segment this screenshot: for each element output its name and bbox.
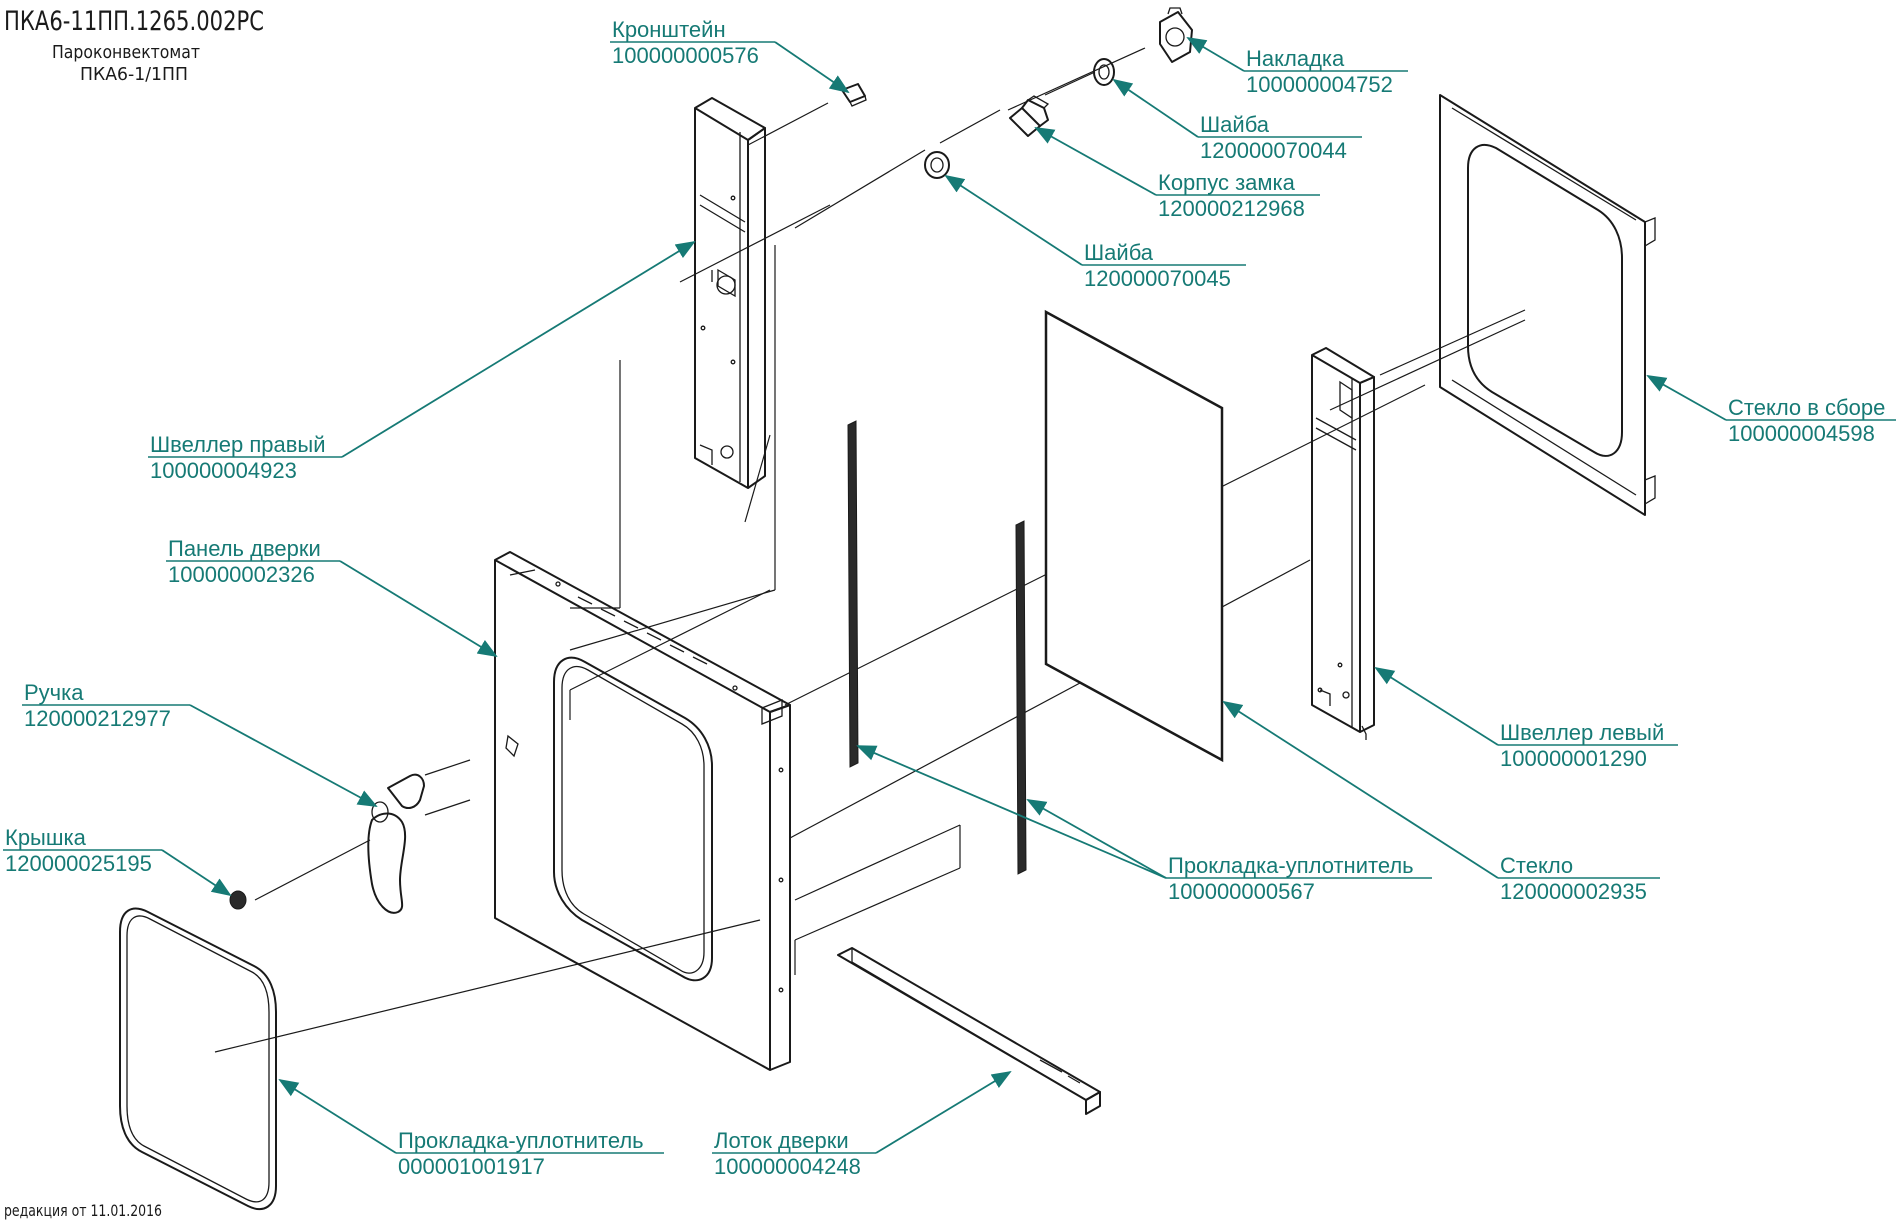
svg-text:Ручка: Ручка: [24, 680, 84, 705]
svg-text:100000004248: 100000004248: [714, 1154, 861, 1179]
callout-lock-body: Корпус замка 120000212968: [1034, 127, 1320, 221]
channel-left-part: [1311, 347, 1375, 740]
svg-text:120000212977: 120000212977: [24, 706, 171, 731]
glass-part: [1044, 309, 1224, 763]
cover-plate-part: [1159, 7, 1193, 63]
bracket-part: [841, 83, 867, 107]
svg-text:120000025195: 120000025195: [5, 851, 152, 876]
svg-text:100000004923: 100000004923: [150, 458, 297, 483]
svg-text:100000000567: 100000000567: [1168, 879, 1315, 904]
callout-seal-frame: Прокладка-уплотнитель 000001001917: [278, 1078, 664, 1179]
callout-door-tray: Лоток дверки 100000004248: [712, 1070, 1012, 1179]
lock-body-part: [1009, 95, 1050, 137]
svg-text:Крышка: Крышка: [5, 825, 87, 850]
callout-washer-1: Шайба 120000070044: [1112, 78, 1362, 163]
svg-text:100000000576: 100000000576: [612, 43, 759, 68]
washer-2-part: [924, 151, 950, 179]
handle-part: [367, 773, 425, 914]
svg-text:Стекло в сборе: Стекло в сборе: [1728, 395, 1885, 420]
svg-text:Швеллер левый: Швеллер левый: [1500, 720, 1664, 745]
drawing-code: ПКА6-11ПП.1265.002РС: [4, 6, 264, 37]
callout-glass: Стекло 120000002935: [1222, 700, 1660, 904]
svg-text:Шайба: Шайба: [1200, 112, 1270, 137]
door-tray-part: [837, 947, 1101, 1115]
seal-strip-parts: [847, 420, 1027, 875]
callout-bracket: Кронштейн 100000000576: [610, 17, 850, 94]
svg-text:120000070044: 120000070044: [1200, 138, 1347, 163]
svg-text:000001001917: 000001001917: [398, 1154, 545, 1179]
callout-channel-left: Швеллер левый 100000001290: [1374, 666, 1678, 771]
svg-text:Панель дверки: Панель дверки: [168, 536, 321, 561]
callout-washer-2: Шайба 120000070045: [944, 174, 1246, 291]
assembly-axes: [214, 47, 1526, 1053]
svg-text:100000004598: 100000004598: [1728, 421, 1875, 446]
glass-assembly-part: [1439, 94, 1656, 516]
callout-cap: Крышка 120000025195: [3, 825, 232, 897]
washer-1-part: [1093, 58, 1115, 86]
svg-text:Шайба: Шайба: [1084, 240, 1154, 265]
svg-text:120000002935: 120000002935: [1500, 879, 1647, 904]
svg-text:120000070045: 120000070045: [1084, 266, 1231, 291]
vent-slots: [577, 596, 708, 665]
callout-handle: Ручка 120000212977: [22, 680, 378, 807]
svg-text:120000212968: 120000212968: [1158, 196, 1305, 221]
door-panel-part: [494, 551, 791, 1071]
cap-part: [229, 890, 247, 910]
svg-text:Прокладка-уплотнитель: Прокладка-уплотнитель: [1168, 853, 1414, 878]
svg-text:100000001290: 100000001290: [1500, 746, 1647, 771]
svg-text:Прокладка-уплотнитель: Прокладка-уплотнитель: [398, 1128, 644, 1153]
svg-text:Накладка: Накладка: [1246, 46, 1345, 71]
svg-text:Кронштейн: Кронштейн: [612, 17, 726, 42]
svg-text:100000004752: 100000004752: [1246, 72, 1393, 97]
svg-text:Стекло: Стекло: [1500, 853, 1573, 878]
callout-cover-plate: Накладка 100000004752: [1186, 36, 1408, 97]
callout-channel-right: Швеллер правый 100000004923: [148, 240, 696, 483]
callout-door-panel: Панель дверки 100000002326: [166, 536, 498, 658]
svg-text:Корпус замка: Корпус замка: [1158, 170, 1296, 195]
product-model: ПКА6-1/1ПП: [80, 64, 188, 85]
svg-text:100000002326: 100000002326: [168, 562, 315, 587]
callout-seal-strip: Прокладка-уплотнитель 100000000567: [856, 745, 1432, 904]
channel-right-part: [694, 97, 766, 489]
callout-glass-assembly: Стекло в сборе 100000004598: [1646, 375, 1896, 446]
revision-note: редакция от 11.01.2016: [4, 1201, 162, 1220]
svg-text:Лоток дверки: Лоток дверки: [714, 1128, 849, 1153]
svg-text:Швеллер правый: Швеллер правый: [150, 432, 326, 457]
seal-frame-part: [119, 907, 277, 1211]
product-name: Пароконвектомат: [52, 42, 200, 63]
